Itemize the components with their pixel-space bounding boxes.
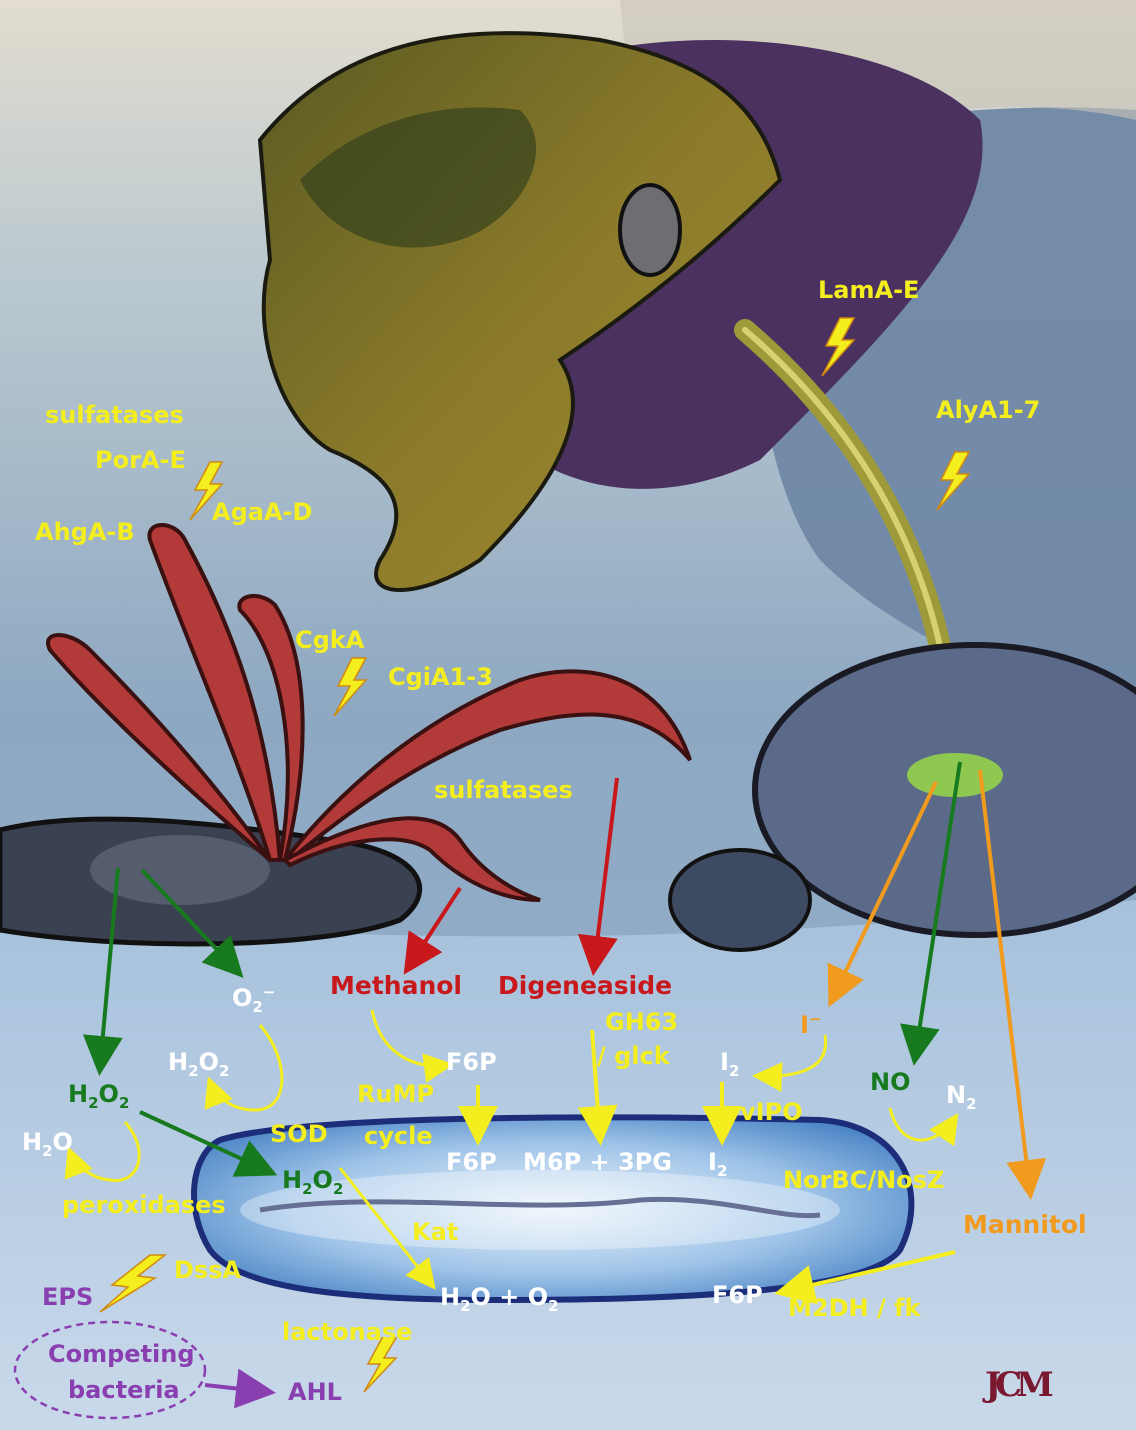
label-glck: / glck xyxy=(597,1044,670,1068)
label-h2o2-green-1: H2O2 xyxy=(68,1082,129,1111)
label-iodide: I− xyxy=(800,1012,822,1037)
label-h2o-o2: H2O + O2 xyxy=(440,1285,559,1314)
label-ahl: AHL xyxy=(288,1380,342,1404)
label-alya: AlyA1-7 xyxy=(936,398,1040,422)
label-gh63: GH63 xyxy=(605,1010,678,1034)
label-no: NO xyxy=(870,1070,911,1094)
label-vipo: vIPO xyxy=(740,1100,803,1124)
label-eps: EPS xyxy=(42,1285,93,1309)
label-h2o2-green-2: H2O2 xyxy=(282,1168,343,1197)
label-kat: Kat xyxy=(412,1220,458,1244)
label-iodine-2: I2 xyxy=(708,1150,727,1179)
label-lactonase: lactonase xyxy=(282,1320,412,1344)
label-lama: LamA-E xyxy=(818,278,919,302)
label-superoxide: O2− xyxy=(232,985,275,1015)
label-f6p-1: F6P xyxy=(446,1050,497,1074)
label-m2dh: M2DH / fk xyxy=(788,1296,920,1320)
label-pora: PorA-E xyxy=(95,448,186,472)
label-bacteria: bacteria xyxy=(68,1378,180,1402)
label-sulfatases-top: sulfatases xyxy=(45,403,184,427)
label-h2o2-white: H2O2 xyxy=(168,1050,229,1079)
label-rump: RuMP xyxy=(357,1082,434,1106)
label-dssa: DssA xyxy=(174,1258,241,1282)
label-cgia: CgiA1-3 xyxy=(388,665,493,689)
artist-signature: JCM xyxy=(985,1365,1048,1405)
label-methanol: Methanol xyxy=(330,973,462,998)
label-h2o: H2O xyxy=(22,1130,73,1159)
label-competing: Competing xyxy=(48,1342,195,1366)
label-f6p-3: F6P xyxy=(712,1283,763,1307)
label-n2: N2 xyxy=(946,1083,977,1112)
label-m6p: M6P + 3PG xyxy=(523,1150,672,1174)
label-norbc: NorBC/NosZ xyxy=(783,1168,944,1192)
label-f6p-2: F6P xyxy=(446,1150,497,1174)
label-sod: SOD xyxy=(270,1122,328,1146)
label-ahga: AhgA-B xyxy=(35,520,135,544)
label-sulfatases-mid: sulfatases xyxy=(434,778,573,802)
label-cycle: cycle xyxy=(364,1124,433,1148)
label-agaa: AgaA-D xyxy=(212,500,312,524)
label-mannitol: Mannitol xyxy=(963,1212,1087,1237)
label-peroxidases: peroxidases xyxy=(62,1193,226,1217)
label-digeneaside: Digeneaside xyxy=(498,973,672,998)
label-iodine-1: I2 xyxy=(720,1050,739,1079)
label-cgka: CgkA xyxy=(295,628,364,652)
